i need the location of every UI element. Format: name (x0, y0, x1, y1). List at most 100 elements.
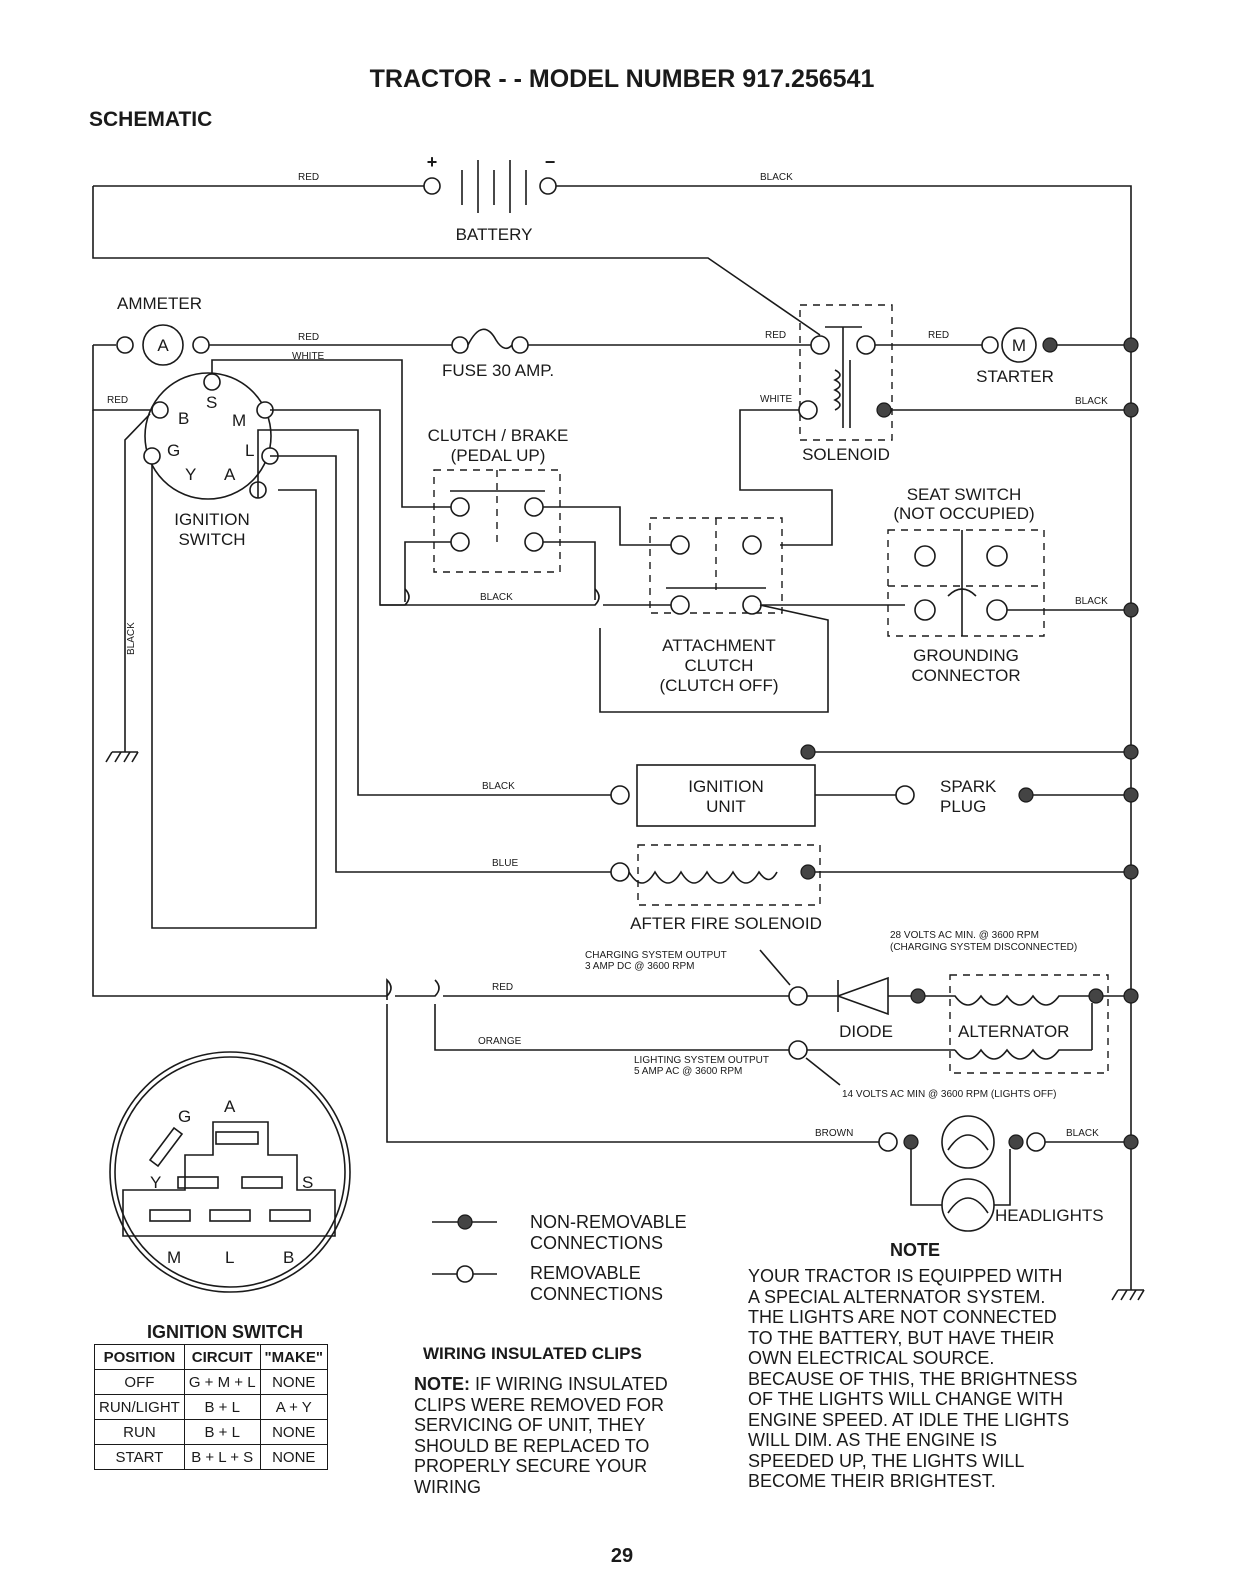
terminal-y: Y (185, 465, 196, 484)
wire-label-blue: BLUE (492, 858, 518, 869)
face-terminal-m: M (167, 1248, 181, 1267)
wire-label-white-solenoid: WHITE (760, 394, 793, 405)
wire-label-brown: BROWN (815, 1128, 853, 1139)
wire-label-red-solenoid: RED (765, 330, 786, 341)
wire-label-black-battery: BLACK (760, 172, 793, 183)
seat-switch: SEAT SWITCH (NOT OCCUPIED) BLACK GROUNDI… (887, 485, 1139, 685)
header-position: POSITION (94, 1344, 185, 1370)
ignition-switch-label-2: SWITCH (178, 530, 245, 549)
header-make: "MAKE" (259, 1344, 328, 1370)
diode-label: DIODE (839, 1022, 893, 1041)
terminal-a: A (224, 465, 236, 484)
volts28-1: 28 VOLTS AC MIN. @ 3600 RPM (890, 930, 1039, 941)
spark-plug-label-1: SPARK (940, 777, 997, 796)
solenoid-terminal-battery (810, 335, 830, 355)
legend-non-removable-2: CONNECTIONS (530, 1233, 663, 1253)
battery-circuit: + − BATTERY RED BLACK (92, 152, 1145, 1301)
starter-motor (1001, 327, 1037, 363)
legend-removable-dot (456, 1265, 474, 1283)
seat-switch-label-2: (NOT OCCUPIED) (893, 504, 1034, 523)
fuse-label: FUSE 30 AMP. (442, 361, 554, 380)
ignition-switch-table: POSITION CIRCUIT "MAKE" OFF G + M + L NO… (94, 1344, 328, 1470)
page-title: TRACTOR - - MODEL NUMBER 917.256541 (370, 65, 875, 93)
face-terminal-b: B (283, 1248, 294, 1267)
clips-line-2: CLIPS WERE REMOVED FOR (414, 1394, 665, 1415)
wire-label-black-clutch: BLACK (480, 592, 513, 603)
face-terminal-g: G (178, 1107, 191, 1126)
wire-label-orange: ORANGE (478, 1036, 522, 1047)
table-row: OFF G + M + L NONE (94, 1369, 328, 1395)
ignition-unit-label-1: IGNITION (688, 777, 764, 796)
header-circuit: CIRCUIT (183, 1344, 261, 1370)
after-fire-label: AFTER FIRE SOLENOID (630, 914, 822, 933)
ignition-unit-label-2: UNIT (706, 797, 746, 816)
ignition-switch-face: G A Y S M L B (109, 1051, 351, 1293)
clutch-brake-label-2: (PEDAL UP) (451, 446, 546, 465)
table-cell: A + Y (259, 1394, 328, 1420)
table-cell: RUN (94, 1419, 185, 1445)
wire-label-red-starter: RED (928, 330, 949, 341)
clips-line-5: PROPERLY SECURE YOUR (414, 1456, 648, 1476)
legend-non-removable-dot (457, 1214, 473, 1230)
table-row: RUN B + L NONE (94, 1419, 328, 1445)
lighting-output-1: LIGHTING SYSTEM OUTPUT (634, 1055, 769, 1066)
clips-line-3: SERVICING OF UNIT, THEY (414, 1415, 646, 1435)
ammeter-symbol: A (157, 336, 169, 355)
solenoid-terminal-starter (856, 335, 876, 355)
face-terminal-s: S (302, 1173, 313, 1192)
fuse-terminal-left (451, 336, 469, 354)
table-cell: G + M + L (183, 1369, 261, 1395)
battery-negative-terminal (539, 177, 557, 195)
note-line-8: ENGINE SPEED. AT IDLE THE LIGHTS (748, 1409, 1070, 1430)
headlight-circuit: BROWN BLACK HEADLIGHTS (386, 1004, 1139, 1232)
terminal-b: B (178, 409, 189, 428)
ignition-switch-label-1: IGNITION (174, 510, 250, 529)
face-terminal-l: L (225, 1248, 234, 1267)
starter-symbol: M (1012, 336, 1026, 355)
wire-label-white-switch: WHITE (292, 351, 325, 362)
table-cell: B + L (183, 1394, 261, 1420)
ignition-table-title: IGNITION SWITCH (147, 1322, 303, 1342)
clips-title: WIRING INSULATED CLIPS (423, 1344, 642, 1363)
wire-label-black-starter: BLACK (1075, 396, 1108, 407)
clutch-brake-label-1: CLUTCH / BRAKE (428, 426, 569, 445)
terminal-s: S (206, 393, 217, 412)
attachment-label-3: (CLUTCH OFF) (660, 676, 779, 695)
wire-label-black-seat: BLACK (1075, 596, 1108, 607)
battery-positive-terminal (423, 177, 441, 195)
note-line-7: OF THE LIGHTS WILL CHANGE WITH (748, 1389, 1064, 1409)
clutch-brake-switch: CLUTCH / BRAKE (PEDAL UP) (211, 359, 672, 602)
lighting-output-2: 5 AMP AC @ 3600 RPM (634, 1066, 742, 1077)
note-line-11: BECOME THEIR BRIGHTEST. (748, 1471, 996, 1491)
ammeter-label: AMMETER (117, 294, 202, 313)
wire-label-red-switch: RED (107, 395, 128, 406)
note-line-5: OWN ELECTRICAL SOURCE. (748, 1348, 995, 1368)
table-cell: B + L + S (183, 1444, 261, 1470)
grounding-label-1: GROUNDING (913, 646, 1019, 665)
clips-line-4: SHOULD BE REPLACED TO (414, 1435, 650, 1456)
wire-label-red-battery: RED (298, 172, 319, 183)
page-number: 29 (611, 1545, 633, 1567)
alternator-note: YOUR TRACTOR IS EQUIPPED WITH A SPECIAL … (748, 1266, 1138, 1492)
starter-circuit: AMMETER A RED WHITE FUSE 30 AMP. RED SOL… (92, 294, 1139, 546)
clips-line-1: IF WIRING INSULATED (475, 1374, 668, 1394)
charging-output-1: CHARGING SYSTEM OUTPUT (585, 950, 727, 961)
after-fire-solenoid: BLUE AFTER FIRE SOLENOID (270, 455, 1139, 933)
solenoid-label: SOLENOID (802, 445, 890, 464)
table-cell: NONE (259, 1444, 328, 1470)
volts28-2: (CHARGING SYSTEM DISCONNECTED) (890, 942, 1077, 953)
note-line-6: BECAUSE OF THIS, THE BRIGHTNESS (748, 1368, 1078, 1389)
grounding-label-2: CONNECTOR (911, 666, 1020, 685)
note-line-1: YOUR TRACTOR IS EQUIPPED WITH (748, 1266, 1063, 1286)
solenoid-terminal-white (798, 400, 818, 420)
note-title: NOTE (890, 1240, 941, 1260)
note-line-4: TO THE BATTERY, BUT HAVE THEIR (748, 1327, 1055, 1348)
headlight-upper (941, 1115, 995, 1169)
table-cell: OFF (94, 1369, 185, 1395)
face-terminal-y: Y (150, 1173, 161, 1192)
wire-label-black-lights: BLACK (1066, 1128, 1099, 1139)
attachment-label-2: CLUTCH (685, 656, 754, 675)
battery-label: BATTERY (456, 225, 533, 244)
table-cell: B + L (183, 1419, 261, 1445)
